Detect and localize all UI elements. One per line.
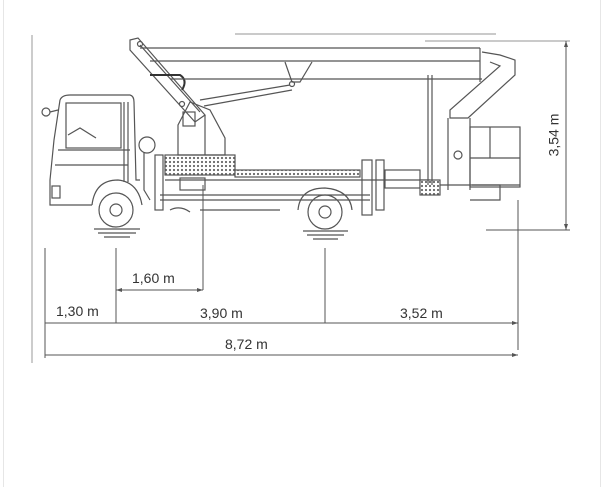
dimension-height-total: 3,54 m bbox=[545, 113, 562, 157]
dimension-rear-overhang: 3,52 m bbox=[400, 305, 443, 321]
dimension-length-total: 8,72 m bbox=[225, 336, 268, 352]
dimension-front-axle-to-pivot: 1,60 m bbox=[132, 270, 175, 286]
page-frame bbox=[3, 0, 601, 487]
chassis bbox=[160, 154, 430, 213]
dimension-front-overhang: 1,30 m bbox=[56, 303, 99, 319]
lower-boom bbox=[129, 37, 206, 123]
basket bbox=[440, 126, 521, 201]
front-wheel bbox=[94, 192, 140, 238]
turret bbox=[177, 101, 226, 156]
cab bbox=[41, 94, 143, 206]
rear-wheel bbox=[297, 187, 353, 240]
upper-boom bbox=[140, 47, 482, 185]
dimension-wheelbase: 3,90 m bbox=[200, 305, 243, 321]
jib bbox=[447, 51, 516, 190]
